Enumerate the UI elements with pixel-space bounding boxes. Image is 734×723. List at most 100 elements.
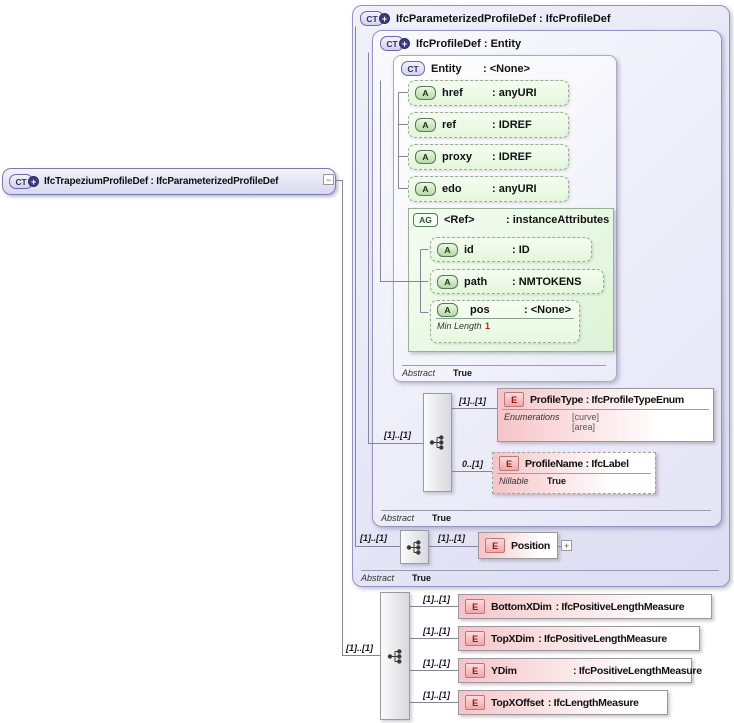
- cardinality-label: [1]..[1]: [360, 533, 387, 543]
- cardinality-label: [1]..[1]: [423, 690, 450, 700]
- sequence-connector-trapezium: [380, 592, 410, 720]
- attribute-href: A href : anyURI: [408, 80, 569, 106]
- element-title: ProfileName : IfcLabel: [525, 457, 629, 470]
- attribute-icon: A: [415, 150, 436, 164]
- abstract-value: True: [453, 368, 473, 378]
- cardinality-label: 0..[1]: [462, 459, 484, 469]
- attribute-type: : IDREF: [492, 119, 532, 131]
- attribute-path: A path : NMTOKENS: [430, 269, 604, 294]
- element-icon: E: [504, 392, 524, 407]
- attribute-pos: A pos : <None> Min Length 1: [430, 300, 580, 343]
- element-topxdim: E TopXDim : IfcPositiveLengthMeasure: [458, 626, 700, 651]
- element-name: TopXDim: [491, 632, 535, 645]
- element-bottomxdim: E BottomXDim : IfcPositiveLengthMeasure: [458, 594, 712, 619]
- nillable-label: Nillable: [499, 476, 529, 486]
- attribute-proxy: A proxy : IDREF: [408, 144, 569, 170]
- complex-type-icon: CT+: [380, 36, 410, 51]
- cardinality-label: [1]..[1]: [423, 658, 450, 668]
- sequence-connector-position: [400, 530, 429, 564]
- nillable-value: True: [547, 476, 567, 486]
- attribute-icon: A: [437, 274, 458, 289]
- attribute-id: A id : ID: [430, 237, 592, 262]
- attribute-name: href: [442, 87, 463, 99]
- element-icon: E: [465, 631, 485, 646]
- box-title: IfcParameterizedProfileDef : IfcProfileD…: [396, 12, 611, 25]
- abstract-label: Abstract: [381, 513, 415, 523]
- attribute-type: : anyURI: [492, 183, 537, 195]
- attribute-type: : NMTOKENS: [512, 275, 582, 288]
- enum-value-area: [area]: [572, 422, 596, 432]
- attribute-type: : IDREF: [492, 151, 532, 163]
- attribute-icon: A: [437, 242, 458, 257]
- element-icon: E: [465, 599, 485, 614]
- attribute-type: : anyURI: [492, 87, 537, 99]
- sequence-icon: [406, 539, 421, 555]
- element-type: : IfcPositiveLengthMeasure: [573, 664, 702, 677]
- entity-type: : <None>: [483, 62, 531, 75]
- collapse-toggle[interactable]: −: [323, 174, 334, 185]
- attribute-name: path: [464, 275, 488, 288]
- attribute-icon: A: [415, 86, 436, 100]
- entity-title: Entity: [431, 62, 462, 75]
- cardinality-label: [1]..[1]: [423, 594, 450, 604]
- element-icon: E: [465, 695, 485, 710]
- group-name: <Ref>: [444, 214, 475, 226]
- element-name: YDim: [491, 664, 517, 677]
- cardinality-label: [1]..[1]: [438, 533, 465, 543]
- facet-divider: [436, 318, 574, 319]
- minlength-value: 1: [485, 321, 491, 331]
- enum-value-curve: [curve]: [572, 412, 600, 422]
- complex-type-icon: CT: [401, 61, 425, 76]
- attribute-group-icon: AG: [413, 213, 438, 227]
- cardinality-label: [1]..[1]: [346, 643, 373, 653]
- attribute-icon: A: [415, 118, 436, 132]
- element-type: : IfcLengthMeasure: [547, 696, 639, 709]
- element-type: : IfcPositiveLengthMeasure: [555, 600, 685, 613]
- attribute-type: : <None>: [524, 304, 572, 316]
- abstract-value: True: [432, 513, 452, 523]
- abstract-label: Abstract: [402, 368, 436, 378]
- element-topxoffset: E TopXOffset : IfcLengthMeasure: [458, 690, 668, 715]
- element-type: : IfcPositiveLengthMeasure: [538, 632, 667, 645]
- abstract-value: True: [412, 573, 432, 583]
- minlength-label: Min Length: [437, 321, 482, 331]
- attribute-name: proxy: [442, 151, 472, 163]
- complex-type-icon: CT+: [9, 174, 39, 189]
- element-name: BottomXDim: [491, 600, 552, 613]
- complex-type-icon: CT+: [360, 11, 390, 26]
- element-title: Position: [511, 539, 551, 552]
- attribute-name: edo: [442, 183, 462, 195]
- attribute-ref: A ref : IDREF: [408, 112, 569, 138]
- attribute-name: id: [464, 243, 474, 256]
- enumerations-label: Enumerations: [504, 412, 560, 422]
- element-name: TopXOffset: [491, 696, 544, 709]
- attribute-icon: A: [415, 182, 436, 196]
- root-node-label: IfcTrapeziumProfileDef : IfcParameterize…: [44, 176, 279, 187]
- attribute-icon: A: [437, 303, 458, 317]
- attribute-name: ref: [442, 119, 457, 131]
- cardinality-label: [1]..[1]: [384, 430, 411, 440]
- abstract-label: Abstract: [361, 573, 395, 583]
- element-title: ProfileType : IfcProfileTypeEnum: [530, 393, 684, 406]
- group-type: : instanceAttributes: [506, 214, 610, 226]
- element-icon: E: [499, 456, 519, 471]
- sequence-icon: [429, 435, 444, 450]
- sequence-icon: [387, 648, 402, 664]
- element-ydim: E YDim : IfcPositiveLengthMeasure: [458, 658, 702, 683]
- facet-divider: [502, 409, 709, 410]
- abstract-facet: Abstract True: [381, 510, 711, 523]
- element-icon: E: [465, 663, 485, 678]
- cardinality-label: [1]..[1]: [459, 396, 486, 406]
- abstract-facet: Abstract True: [402, 365, 606, 378]
- element-profilename: E ProfileName : IfcLabel Nillable True: [492, 452, 656, 494]
- element-position: E Position: [478, 532, 558, 559]
- box-title: IfcProfileDef : Entity: [416, 37, 522, 50]
- facet-divider: [497, 473, 651, 474]
- attribute-name: pos: [470, 304, 490, 316]
- expand-toggle[interactable]: +: [561, 540, 572, 551]
- attribute-edo: A edo : anyURI: [408, 176, 569, 202]
- sequence-connector-profiledef: [423, 393, 452, 492]
- element-profiletype: E ProfileType : IfcProfileTypeEnum Enume…: [497, 388, 714, 442]
- abstract-facet: Abstract True: [361, 570, 719, 583]
